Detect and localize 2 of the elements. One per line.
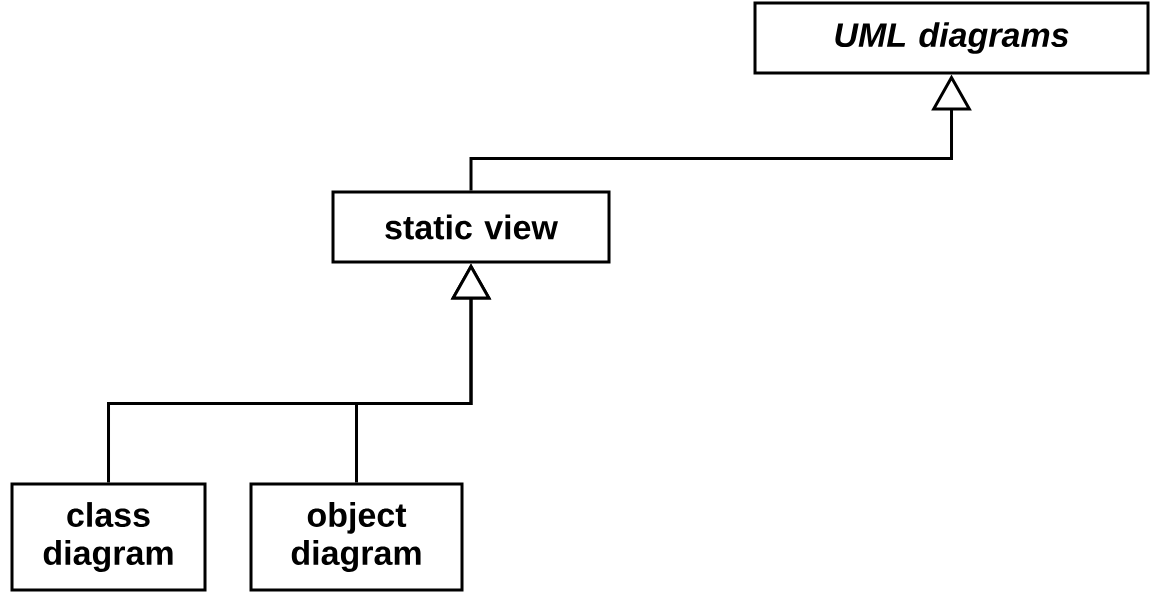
diagram-box: class diagram <box>10 482 207 592</box>
diagram-box: object diagram <box>249 482 464 592</box>
